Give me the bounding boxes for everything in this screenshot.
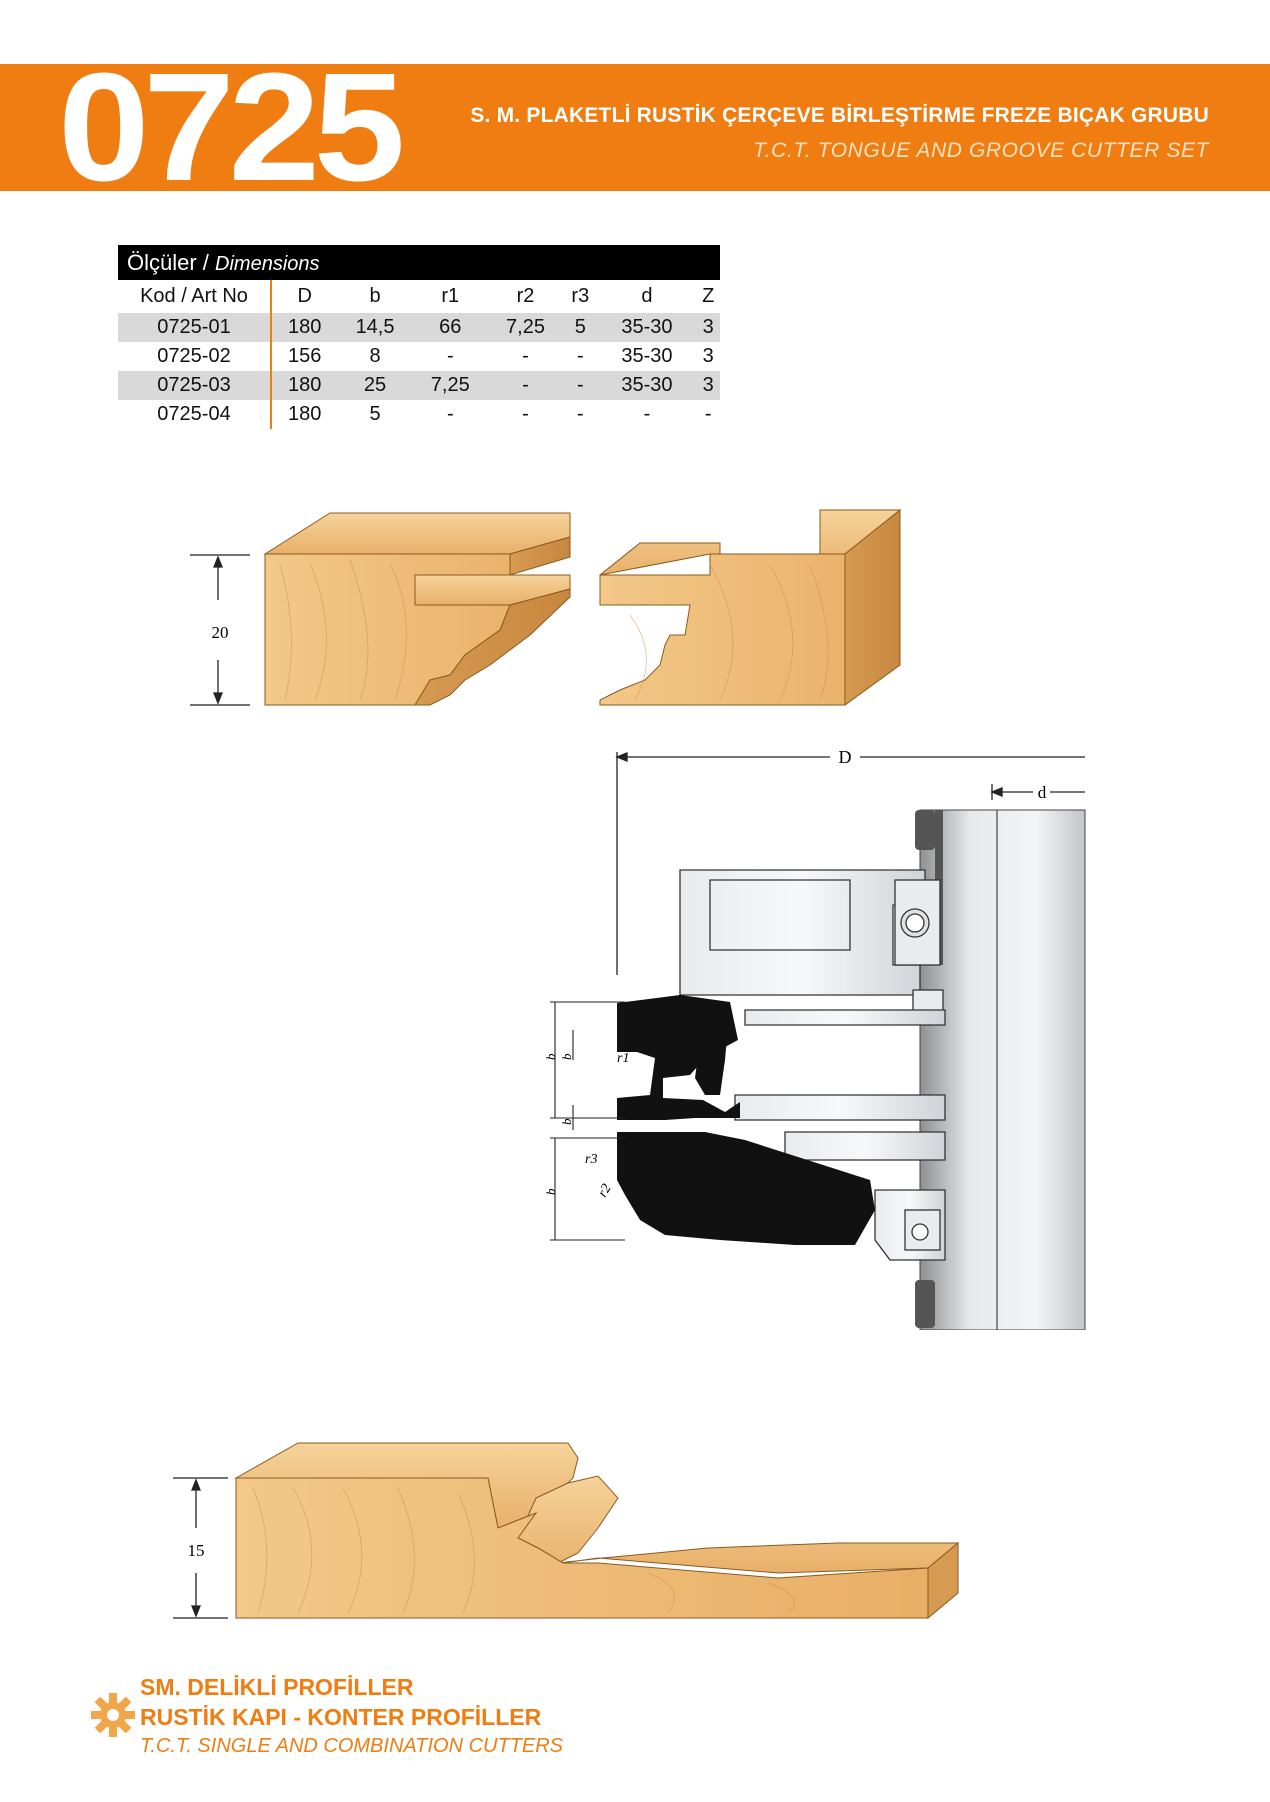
nut-top xyxy=(915,810,935,850)
title-english: T.C.T. TONGUE AND GROOVE CUTTER SET xyxy=(753,139,1209,162)
dimensions-table: Ölçüler / Dimensions Kod / Art No D b r1… xyxy=(118,245,720,429)
gear-icon xyxy=(91,1693,135,1737)
label-b-bottom: b xyxy=(545,1188,558,1195)
label-b-left: b xyxy=(545,1053,558,1060)
label-b-top: b xyxy=(559,1053,574,1060)
table-caption: Ölçüler / Dimensions xyxy=(118,245,720,280)
b-dimensions xyxy=(550,1001,625,1241)
height-dimension xyxy=(190,554,250,706)
panel-height-label: 15 xyxy=(188,1541,205,1560)
label-b-mid: b xyxy=(559,1118,574,1125)
table-row: 0725-04 180 5 - - - - - xyxy=(118,400,720,429)
right-wood-piece xyxy=(599,508,902,706)
footer-line-2: RUSTİK KAPI - KONTER PROFİLLER xyxy=(140,1704,542,1730)
cutter-blades xyxy=(617,995,875,1245)
label-r2: r2 xyxy=(595,1182,614,1200)
panel-height-dimension xyxy=(173,1477,228,1619)
panel-grain xyxy=(252,1487,795,1614)
footer-line-1: SM. DELİKLİ PROFİLLER xyxy=(140,1674,414,1700)
panel-profile-drawing: 15 xyxy=(173,1442,960,1620)
nut-bottom xyxy=(915,1280,935,1328)
label-r1: r1 xyxy=(617,1051,629,1066)
bore-dimension xyxy=(990,784,1085,800)
left-wood-piece xyxy=(263,512,571,706)
panel-wood xyxy=(234,1442,960,1620)
joint-profile-drawing: 20 xyxy=(190,508,902,706)
height-label: 20 xyxy=(212,623,229,642)
table-header-row: Kod / Art No D b r1 r2 r3 d Z xyxy=(118,280,720,313)
table-row: 0725-01 180 14,5 66 7,25 5 35-30 3 xyxy=(118,313,720,342)
product-code: 0725 xyxy=(58,41,405,213)
label-r3: r3 xyxy=(585,1152,597,1167)
cutter-section-drawing: D d b b xyxy=(545,747,1086,1330)
header-banner xyxy=(0,64,1270,191)
cutter-body-lower xyxy=(734,1009,946,1261)
title-turkish: S. M. PLAKETLİ RUSTİK ÇERÇEVE BİRLEŞTİRM… xyxy=(470,104,1209,127)
table-row: 0725-03 180 25 7,25 - - 35-30 3 xyxy=(118,371,720,400)
cutter-body-upper xyxy=(679,869,944,1021)
wood-grain xyxy=(279,559,829,701)
table-row: 0725-02 156 8 - - - 35-30 3 xyxy=(118,342,720,371)
label-d: d xyxy=(1038,783,1047,802)
diameter-dimension xyxy=(615,752,1085,975)
spindle-shaft xyxy=(919,809,1086,1330)
footer-line-3: T.C.T. SINGLE AND COMBINATION CUTTERS xyxy=(140,1735,564,1757)
label-D: D xyxy=(839,747,852,767)
